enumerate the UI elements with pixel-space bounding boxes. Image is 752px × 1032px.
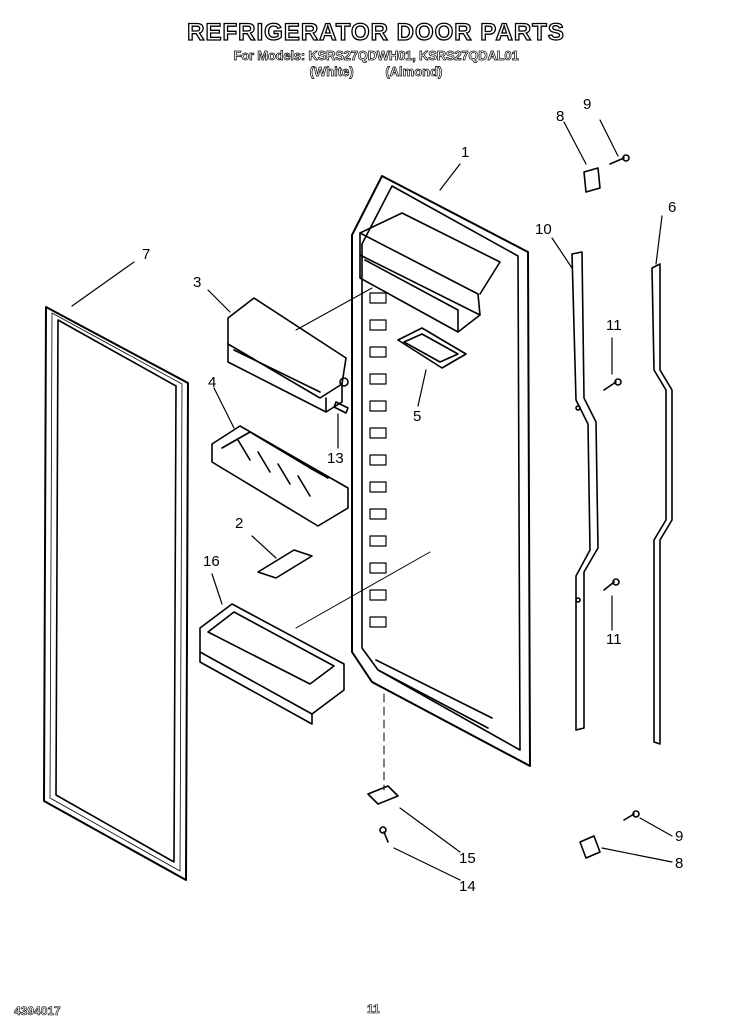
egg-tray xyxy=(211,425,349,527)
assembly-guide-lines xyxy=(295,287,431,791)
callout-9-top: 9 xyxy=(583,96,592,113)
document-number: 4394017 xyxy=(14,1004,61,1019)
callout-4: 4 xyxy=(208,374,217,391)
door-handle xyxy=(571,251,599,731)
callout-14: 14 xyxy=(459,878,476,895)
callout-13: 13 xyxy=(327,450,344,467)
dairy-screw xyxy=(333,377,349,414)
callout-10: 10 xyxy=(535,221,552,238)
color-variants: (White) (Almond) xyxy=(0,64,752,80)
callout-9-bottom: 9 xyxy=(675,828,684,845)
refrigerator-door-liner xyxy=(351,175,531,767)
model-numbers: For Models: KSRS27QDWH01, KSRS27QDAL01 xyxy=(233,48,519,64)
small-tray xyxy=(397,327,467,369)
diagram-header: REFRIGERATOR DOOR PARTS For Models: KSRS… xyxy=(0,18,752,80)
callout-6: 6 xyxy=(668,199,677,216)
door-bin xyxy=(199,603,345,725)
bottom-hinge-and-screw xyxy=(579,810,640,859)
variant-white: (White) xyxy=(309,64,354,80)
callout-16: 16 xyxy=(203,553,220,570)
callout-11-upper: 11 xyxy=(606,317,622,334)
callout-8-bottom: 8 xyxy=(675,855,684,872)
callout-3: 3 xyxy=(193,274,202,291)
top-hinge-and-screw xyxy=(583,154,630,193)
callout-2: 2 xyxy=(235,515,244,532)
bin-clip xyxy=(257,549,313,579)
page-number: 11 xyxy=(367,1002,380,1017)
handle-trim xyxy=(651,263,673,745)
callout-7: 7 xyxy=(142,246,151,263)
callout-11-lower: 11 xyxy=(606,631,622,648)
variant-almond: (Almond) xyxy=(385,64,443,80)
callout-leader-lines xyxy=(71,119,673,881)
bottom-hinge-parts xyxy=(367,785,399,843)
callout-8-top: 8 xyxy=(556,108,565,125)
door-shelf-bumps xyxy=(369,292,387,628)
callout-15: 15 xyxy=(459,850,476,867)
callout-1: 1 xyxy=(461,144,470,161)
dairy-compartment xyxy=(227,297,347,413)
door-gasket xyxy=(43,306,189,881)
callout-5: 5 xyxy=(413,408,422,425)
diagram-title: REFRIGERATOR DOOR PARTS xyxy=(187,18,565,46)
handle-screws xyxy=(603,378,622,591)
